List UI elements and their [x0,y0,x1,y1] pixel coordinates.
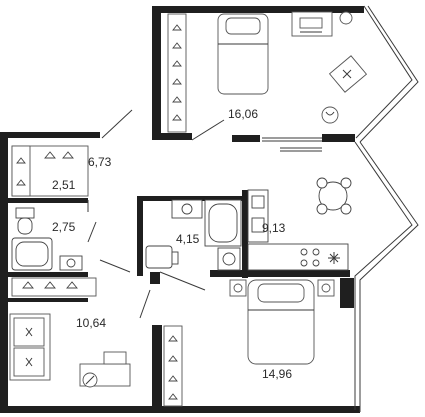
wall-wc-top [8,198,88,203]
fan-icon [328,252,340,264]
sofa-icon [9,313,51,381]
bed-icon [247,279,315,365]
room-area-label: 16,06 [228,107,258,121]
exterior-upper-angle-inner [359,5,419,143]
bathtub-icon [204,199,242,247]
washing-machine-icon [217,247,241,271]
doors [87,109,225,319]
nightstand-icon [229,279,335,297]
door-kitchen [159,271,206,291]
wardrobe-shelf [11,277,97,297]
wall-bath-left [137,196,143,276]
sink-icon [59,255,83,271]
wall-living-top [8,298,88,302]
wall-bedroom2-left [152,325,162,408]
door-bath [99,259,131,273]
hallway: 6,73 [88,155,112,169]
wardrobe [167,13,187,133]
kitchen-counter [247,189,349,271]
wall-kitchen-left [242,190,248,278]
sink-icon [171,199,203,219]
lamp-icon [321,106,339,124]
hanger-icon [22,281,78,289]
bathtub-icon [11,237,53,271]
wall-right-stub [340,278,354,308]
exterior-upper-angle [355,5,413,139]
bedroom-top: 16,06 [167,11,368,133]
wall-wc-bottom [8,272,88,277]
wall-left [0,132,8,412]
door-entrance [101,109,133,139]
hanger-icon [168,335,178,400]
hanger-icon [16,151,74,186]
bedroom-bottom: 14,96 [163,279,335,407]
toilet-icon [15,207,35,235]
room-area-label: 4,15 [176,232,200,246]
wall-column [150,272,160,284]
wall-left-top [0,132,100,138]
room-area-label: 9,13 [262,221,286,235]
door-wc [87,221,97,243]
room-area-label: 10,64 [76,316,106,330]
wardrobe-small: 2,51 [11,145,89,197]
wall-bedroom-left [152,6,161,138]
room-area-label: 6,73 [88,155,112,169]
walls [0,6,364,413]
room-area-label: 14,96 [262,367,292,381]
exterior-outline [354,5,419,412]
bed-icon [217,13,269,95]
wall-kitchen-bottom [210,270,350,277]
wall-top [152,6,364,13]
living-room: 10,64 [9,277,131,388]
desk-icon [79,351,131,388]
windows [262,137,322,152]
desk-icon [291,11,353,37]
dining-table-icon [316,177,352,215]
stove-icon [300,248,320,267]
wall-bath-top [137,196,247,201]
door-bedroom-top [191,119,225,141]
kitchen: 9,13 [247,177,352,271]
bathroom-small: 2,75 [11,207,83,271]
wardrobe [163,325,183,407]
wall-bottom [0,406,360,413]
wardrobe-side [11,145,31,197]
room-area-label: 2,51 [52,178,76,192]
hanger-icon [172,24,182,121]
bathroom-main: 4,15 [145,199,242,271]
door-bedroom-bottom [139,289,151,319]
room-area-label: 2,75 [52,220,76,234]
armchair-icon [328,55,368,93]
wall-bedroom-bottom-right [322,134,355,142]
toilet-icon [145,245,179,269]
wall-bedroom-bottom-left [152,133,192,140]
wall-bedroom-bottom-mid [232,135,260,142]
exterior-lower-angle [354,141,413,410]
exterior-lower-angle-inner [359,141,419,412]
